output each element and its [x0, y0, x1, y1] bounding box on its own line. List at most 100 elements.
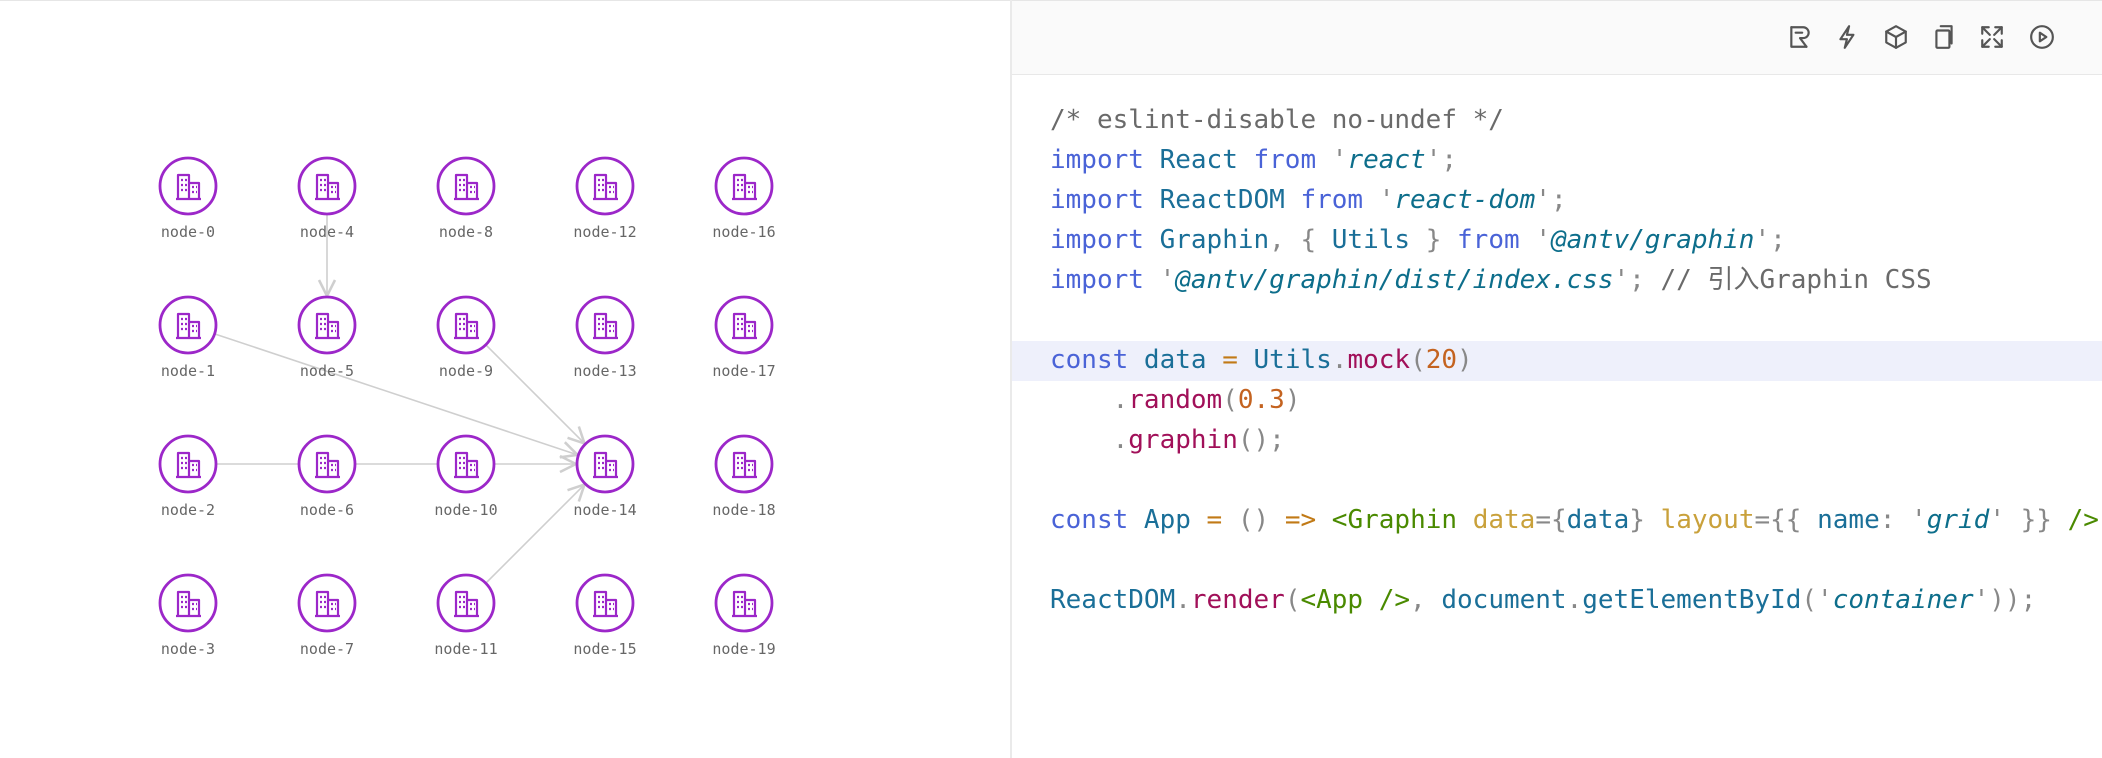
rollup-icon[interactable]	[1786, 23, 1814, 51]
graph-node[interactable]: node-8	[436, 156, 496, 241]
graph-node[interactable]: node-15	[573, 573, 637, 658]
graph-node[interactable]: node-1	[158, 295, 218, 380]
graph-node[interactable]: node-9	[436, 295, 496, 380]
graph-node[interactable]: node-6	[297, 434, 357, 519]
code-token: App	[1143, 505, 1207, 535]
code-token: '	[1535, 225, 1551, 255]
graph-node[interactable]: node-18	[712, 434, 776, 519]
code-token: ';	[1425, 145, 1458, 175]
graph-node[interactable]: node-11	[434, 573, 498, 658]
graph-node[interactable]: node-0	[158, 156, 218, 241]
node-label: node-1	[161, 362, 215, 380]
code-token: ' }}	[1989, 505, 2068, 535]
code-token: (	[1284, 585, 1301, 615]
graph-node[interactable]: node-2	[158, 434, 218, 519]
code-token: mock	[1347, 345, 1411, 375]
code-line: const App = () => <Graphin data={data} l…	[1012, 501, 2102, 541]
graph-edge	[485, 485, 585, 584]
building-icon	[732, 590, 757, 618]
code-token: const	[1050, 505, 1144, 535]
panel-divider[interactable]	[1010, 0, 1012, 758]
code-token: from	[1457, 225, 1536, 255]
graph-node[interactable]: node-5	[297, 295, 357, 380]
graph-edge	[485, 344, 585, 444]
code-token: (	[1222, 385, 1238, 415]
graph-node[interactable]: node-17	[712, 295, 776, 380]
code-line: import Graphin, { Utils } from '@antv/gr…	[1012, 221, 2102, 261]
graph-node[interactable]: node-13	[573, 295, 637, 380]
node-label: node-0	[161, 223, 215, 241]
graph-node[interactable]: node-7	[297, 573, 357, 658]
code-token	[1050, 425, 1113, 455]
code-token: 20	[1425, 345, 1458, 375]
node-label: node-18	[712, 501, 775, 519]
building-icon	[176, 312, 201, 340]
node-label: node-17	[712, 362, 775, 380]
building-icon	[593, 451, 618, 479]
node-label: node-19	[712, 640, 775, 658]
play-icon[interactable]	[2028, 23, 2056, 51]
node-label: node-12	[573, 223, 636, 241]
code-token: '	[1378, 185, 1395, 215]
code-token: data	[1472, 505, 1536, 535]
code-token: import	[1050, 145, 1160, 175]
code-token: ,	[1410, 585, 1442, 615]
code-token: import	[1050, 225, 1160, 255]
graph-node[interactable]: node-3	[158, 573, 218, 658]
code-token: =	[1222, 345, 1254, 375]
code-token: />	[2067, 505, 2099, 535]
graph-node[interactable]: node-19	[712, 573, 776, 658]
graph-node[interactable]: node-4	[297, 156, 357, 241]
lightning-icon[interactable]	[1834, 23, 1862, 51]
nodes-layer: node-0 node-1 node-2 node-3 node-4 node-5 node…	[158, 156, 776, 658]
node-label: node-4	[300, 223, 354, 241]
node-label: node-9	[439, 362, 493, 380]
graph-canvas-panel[interactable]: node-0 node-1 node-2 node-3 node-4 node-5 node…	[0, 0, 1010, 758]
code-token: }	[1629, 505, 1661, 535]
cube-icon[interactable]	[1882, 23, 1910, 51]
code-token: data	[1143, 345, 1223, 375]
code-token: '));	[1973, 585, 2037, 615]
code-token: <App />	[1300, 585, 1411, 615]
graph-node[interactable]: node-10	[434, 434, 498, 519]
graph-node[interactable]: node-12	[573, 156, 637, 241]
graph-canvas[interactable]: node-0 node-1 node-2 node-3 node-4 node-5 node…	[0, 1, 1010, 758]
building-icon	[315, 590, 340, 618]
code-token: random	[1128, 385, 1223, 415]
building-icon	[593, 590, 618, 618]
code-line: .graphin();	[1012, 421, 2102, 461]
building-icon	[454, 451, 479, 479]
code-token: render	[1190, 585, 1285, 615]
editor-toolbar	[1012, 1, 2102, 75]
code-line: .random(0.3)	[1012, 381, 2102, 421]
building-icon	[593, 173, 618, 201]
code-line: import ReactDOM from 'react-dom';	[1012, 181, 2102, 221]
node-label: node-11	[434, 640, 497, 658]
graph-node[interactable]: node-16	[712, 156, 776, 241]
node-label: node-3	[161, 640, 215, 658]
node-label: node-8	[439, 223, 493, 241]
code-line: const data = Utils.mock(20)	[1012, 341, 2102, 381]
building-icon	[315, 451, 340, 479]
node-label: node-13	[573, 362, 636, 380]
code-token: Graphin	[1159, 225, 1270, 255]
building-icon	[732, 451, 757, 479]
code-token: =	[1206, 505, 1238, 535]
graph-node[interactable]: node-14	[573, 434, 637, 519]
node-label: node-10	[434, 501, 497, 519]
copy-icon[interactable]	[1930, 23, 1958, 51]
node-label: node-14	[573, 501, 636, 519]
code-token: grid	[1926, 505, 1990, 535]
building-icon	[315, 173, 340, 201]
building-icon	[593, 312, 618, 340]
code-token: graphin	[1128, 425, 1238, 455]
code-token: container	[1832, 585, 1974, 615]
code-token: import	[1050, 185, 1160, 215]
code-token: document	[1441, 585, 1567, 615]
code-token: .	[1112, 385, 1129, 415]
code-area[interactable]: /* eslint-disable no-undef */import Reac…	[1012, 101, 2102, 621]
code-token: ';	[1535, 185, 1567, 215]
edges-layer	[214, 214, 585, 584]
fullscreen-icon[interactable]	[1978, 23, 2006, 51]
